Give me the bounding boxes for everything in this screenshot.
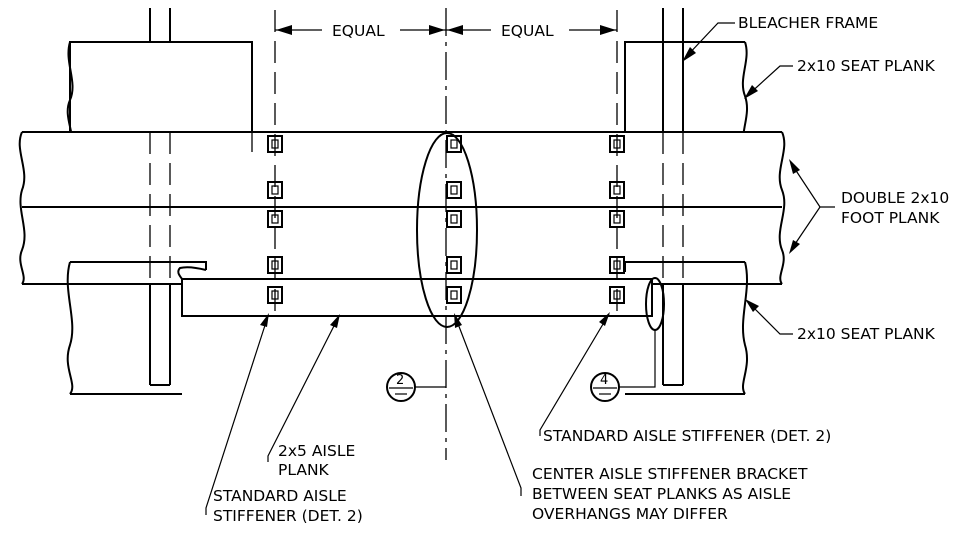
label-center-bracket-line2: BETWEEN SEAT PLANKS AS AISLE	[532, 485, 791, 503]
label-center-bracket-line3: OVERHANGS MAY DIFFER	[532, 505, 728, 523]
seat-plank-bottom-left	[66, 261, 207, 395]
stiffener-bracket	[446, 135, 462, 153]
equal-label-left: EQUAL	[332, 22, 385, 40]
leader-std-stiffener-left	[205, 315, 269, 515]
detail-ref-4-number: 4	[600, 373, 608, 388]
equal-dimension-line	[275, 25, 617, 35]
label-seat-plank-top: 2x10 SEAT PLANK	[797, 57, 936, 75]
detail-ref-2-bubble	[386, 372, 446, 402]
stiffener-bracket	[446, 256, 462, 274]
label-double-foot-plank-line1: DOUBLE 2x10	[841, 189, 949, 207]
leader-seat-plank-top	[744, 65, 793, 99]
leader-bleacher-frame	[682, 22, 735, 62]
label-seat-plank-bottom: 2x10 SEAT PLANK	[797, 325, 936, 343]
aisle-plank-2x5	[181, 278, 653, 317]
detail-ref-4-bubble	[590, 330, 656, 402]
label-std-stiffener-left-line1: STANDARD AISLE	[213, 487, 347, 505]
double-foot-plank	[18, 131, 786, 285]
leader-aisle-plank	[267, 315, 340, 462]
hidden-seat-plank-edges	[70, 131, 745, 285]
stiffener-bracket	[446, 286, 462, 304]
center-stiffener-ellipse	[416, 132, 478, 328]
label-bleacher-frame: BLEACHER FRAME	[738, 14, 878, 32]
stiffener-bracket	[446, 210, 462, 228]
label-std-stiffener-left-line2: STIFFENER (DET. 2)	[213, 507, 363, 525]
leader-double-foot-plank	[789, 159, 835, 254]
label-aisle-plank-line1: 2x5 AISLE	[278, 442, 355, 460]
leader-center-bracket	[454, 315, 522, 496]
label-double-foot-plank-line2: FOOT PLANK	[841, 209, 940, 227]
stiffener-bracket	[446, 181, 462, 199]
bracket-column-centerlines	[274, 10, 618, 320]
leader-std-stiffener-right	[539, 313, 610, 436]
label-center-bracket-line1: CENTER AISLE STIFFENER BRACKET	[532, 465, 808, 483]
label-std-stiffener-right: STANDARD AISLE STIFFENER (DET. 2)	[543, 427, 831, 445]
equal-label-right: EQUAL	[501, 22, 554, 40]
label-aisle-plank-line2: PLANK	[278, 461, 330, 479]
detail-ref-2-number: 2	[396, 373, 404, 388]
leader-seat-plank-bottom	[745, 299, 793, 335]
